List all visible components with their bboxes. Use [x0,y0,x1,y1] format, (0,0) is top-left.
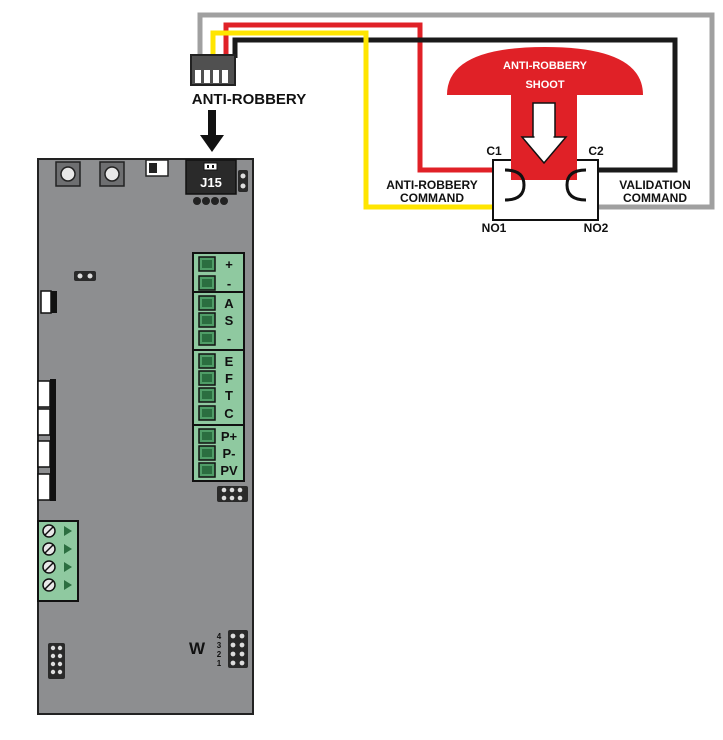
board-button-2 [99,161,125,187]
screw-terminal-tab [64,544,72,554]
anti-robbery-button [447,47,643,221]
terminal-label: T [225,388,233,403]
terminal-label: - [227,276,231,291]
button-cap [447,47,643,95]
w-pin-number: 3 [217,641,222,650]
terminal-label: P- [223,446,236,461]
terminal-slot-inner [202,260,212,268]
terminal-slot-inner [202,299,212,307]
terminal-label: F [225,371,233,386]
pin [239,660,245,666]
pin [239,633,245,639]
control-board: J15 [37,158,254,715]
terminal-slot-inner [202,432,212,440]
terminal-slot-inner [202,466,212,474]
press-arrow-icon [520,102,568,165]
pin [239,642,245,648]
terminal-slot-inner [202,409,212,417]
validation-command-line1: VALIDATION [619,178,691,192]
button-label-line1: ANTI-ROBBERY [503,60,588,72]
w-pin-header [228,630,248,668]
terminal-slot-inner [202,316,212,324]
anti-robbery-command-line1: ANTI-ROBBERY [386,178,478,192]
screw-terminal-tab [64,580,72,590]
pin [57,645,63,651]
pin [50,661,56,667]
terminal-label: S [225,313,234,328]
anti-robbery-connector [190,54,236,86]
left-connectors [37,290,57,501]
terminal-label: - [227,331,231,346]
pin [50,669,56,675]
pin-header-bottom-left [48,643,65,679]
pin [239,651,245,657]
board-button-1 [55,161,81,187]
pin [230,660,236,666]
terminal-slot-inner [202,449,212,457]
terminal-label: A [224,296,234,311]
dip-switch [145,159,169,177]
pin [230,651,236,657]
terminal-slot-inner [202,374,212,382]
terminal-slot-inner [202,357,212,365]
connector-label: ANTI-ROBBERY [192,91,306,108]
screw-slot [44,580,54,590]
j15-header [185,159,237,205]
screw-terminal [37,520,79,602]
pin [230,633,236,639]
screw-slot [44,562,54,572]
screw-slot [44,526,54,536]
wire-black [232,37,678,173]
pin-header-top-right [238,170,248,192]
contact-c2-label: C2 [588,144,604,158]
contact-no2 [565,168,587,202]
contact-no2-label: NO2 [584,221,609,235]
screw-slot [44,544,54,554]
pin [50,645,56,651]
pin [230,642,236,648]
terminal-label: + [225,257,233,272]
pin-header-mid [217,486,248,502]
terminal-label: PV [220,463,238,478]
terminal-slot-inner [202,279,212,287]
contact-no1 [504,168,526,202]
terminal-slot-inner [202,391,212,399]
w-label: W [189,639,206,658]
terminal-label: P+ [221,429,238,444]
w-pin-number: 2 [217,650,222,659]
w-pin-number: 1 [217,659,222,668]
terminal-label: E [225,354,234,369]
contact-c1-label: C1 [486,144,502,158]
pin [50,653,56,659]
down-arrow-icon [200,110,224,152]
pin-header-left [74,271,96,281]
validation-command-line2: COMMAND [623,191,687,205]
anti-robbery-command-line2: COMMAND [400,191,464,205]
contact-no1-label: NO1 [482,221,507,235]
button-label-line2: SHOOT [525,79,564,91]
screw-terminal-tab [64,562,72,572]
pin [57,669,63,675]
terminal-slot-inner [202,334,212,342]
screw-terminal-tab [64,526,72,536]
terminal-label: C [224,406,234,421]
w-pin-number: 4 [217,632,222,641]
wire-red [223,22,503,173]
pin [57,653,63,659]
j15-label: J15 [200,175,222,190]
pin [57,661,63,667]
